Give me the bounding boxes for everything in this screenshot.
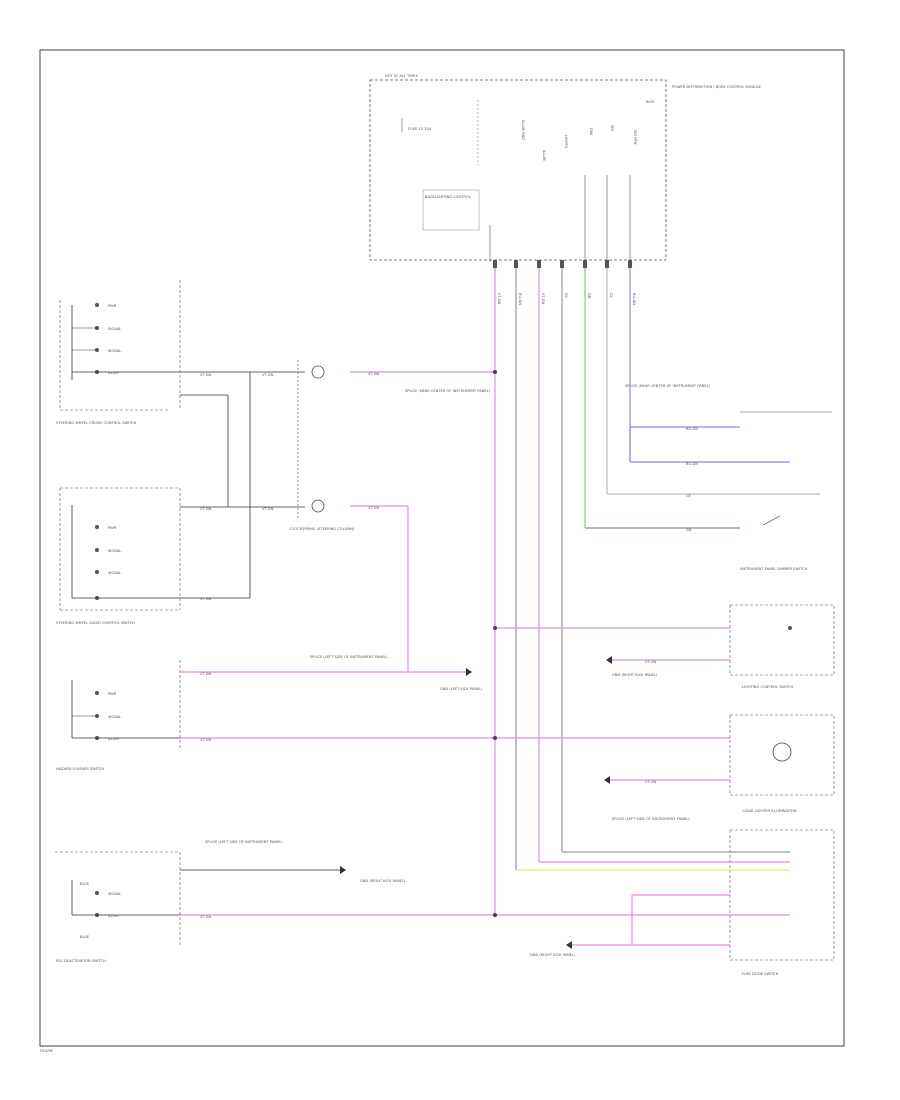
svg-text:PWR: PWR — [108, 526, 117, 530]
fuel-door-switch: FUEL DOOR SWITCH GND (RIGHT KICK PANEL) — [516, 829, 835, 976]
module-connector-pins — [493, 260, 632, 268]
svg-text:VT-GN: VT-GN — [645, 660, 657, 664]
svg-text:SIGNAL: SIGNAL — [108, 349, 121, 353]
svg-text:SPLICE (LEFT SIDE OF INSTRUMEN: SPLICE (LEFT SIDE OF INSTRUMENT PANEL) — [205, 840, 283, 844]
splice-note-upper: SPLICE (NEAR CENTER OF INSTRUMENT PANEL) — [405, 389, 491, 393]
pin-label-3: LIGHTS — [564, 135, 568, 149]
pin-label-1: ILLUM GND — [521, 120, 525, 140]
clockspring-lower-icon — [311, 499, 325, 513]
footer-label: FIGURE — [40, 1049, 54, 1053]
cigar-lighter-label: CIGAR LIGHTER ILLUMINATION — [742, 809, 797, 813]
steering-wheel-cruise-switch: PWR SIGNAL SIGNAL ILLUM STEERING WHEEL C… — [56, 280, 181, 425]
steering-interconnect-wires — [180, 360, 305, 598]
svg-text:VT-GN: VT-GN — [368, 372, 380, 376]
svg-text:SIGNAL: SIGNAL — [108, 715, 121, 719]
module-title: POWER DISTRIBUTION / BODY CONTROL MODULE — [672, 85, 762, 89]
svg-text:SIGNAL: SIGNAL — [108, 571, 121, 575]
svg-text:GND (RIGHT KICK PANEL): GND (RIGHT KICK PANEL) — [360, 879, 406, 883]
power-distribution-module: HOT AT ALL TIMES POWER DISTRIBUTION / BO… — [369, 74, 762, 262]
svg-text:GN: GN — [686, 528, 692, 532]
pin-label-5: SIG — [610, 125, 614, 131]
module-sub-label: BCM — [646, 100, 654, 104]
svg-text:VT-GN: VT-GN — [497, 293, 501, 305]
svg-text:VT-GN: VT-GN — [200, 672, 212, 676]
svg-text:VT-GN: VT-GN — [541, 293, 545, 305]
svg-text:ILLUM: ILLUM — [108, 371, 119, 375]
wire-tags-top: VT-GN BU-GN VT-GN GY GN GY BU-GN — [497, 293, 636, 305]
svg-text:GY: GY — [609, 293, 613, 299]
lighting-control-switch: LIGHTING CONTROL SWITCH GND (RIGHT KICK … — [606, 604, 835, 689]
svg-text:GND (RIGHT KICK PANEL): GND (RIGHT KICK PANEL) — [530, 953, 576, 957]
svg-text:BU-GN: BU-GN — [518, 293, 522, 305]
pin-label-2: ILLUM — [542, 150, 546, 161]
vertical-bus-wires — [494, 268, 631, 915]
svg-text:BLUE: BLUE — [80, 882, 90, 886]
cigar-lighter: CIGAR LIGHTER ILLUMINATION SPLICE (LEFT … — [604, 714, 835, 821]
svg-text:PWR: PWR — [108, 304, 117, 308]
instrument-dimmer-label: INSTRUMENT PANEL DIMMER SWITCH — [740, 567, 808, 571]
svg-text:VT-GN: VT-GN — [200, 738, 212, 742]
svg-text:VT-GN: VT-GN — [200, 373, 212, 377]
svg-text:BU-GN: BU-GN — [686, 427, 698, 431]
svg-text:GN: GN — [587, 293, 591, 299]
steering-wheel-audio-switch: PWR SIGNAL SIGNAL STEERING WHEEL AUDIO C… — [56, 487, 250, 625]
svg-text:VT-GN: VT-GN — [645, 780, 657, 784]
svg-text:SIGNAL: SIGNAL — [108, 549, 121, 553]
svg-text:GY: GY — [564, 293, 568, 299]
svg-text:SIGNAL: SIGNAL — [108, 327, 121, 331]
svg-text:SPLICE (NEAR CENTER OF INSTRUM: SPLICE (NEAR CENTER OF INSTRUMENT PANEL) — [625, 384, 711, 388]
instrument-panel-dimmer-switch: BU-GN BU-GN GY GN INSTRUMENT PANEL DIMME… — [585, 384, 832, 571]
svg-text:VT-GN: VT-GN — [200, 915, 212, 919]
fuse-label: FUSE 12 15A — [408, 127, 432, 131]
fuel-door-label: FUEL DOOR SWITCH — [742, 972, 779, 976]
svg-text:VT-GN: VT-GN — [368, 506, 380, 510]
esc-switch: BLUE BLUE SIGNAL ILLUM ESC DEACTIVATION … — [55, 840, 406, 963]
clockspring-connectors: CLOCKSPRING (STEERING COLUMN) — [290, 365, 355, 531]
svg-text:SIGNAL: SIGNAL — [108, 892, 121, 896]
svg-text:ILLUM: ILLUM — [108, 914, 119, 918]
lighting-control-label: LIGHTING CONTROL SWITCH — [742, 685, 793, 689]
module-top-label: HOT AT ALL TIMES — [385, 74, 419, 78]
svg-text:VT-GN: VT-GN — [200, 597, 212, 601]
clockspring-upper-icon — [311, 365, 325, 379]
svg-text:PWR: PWR — [108, 692, 117, 696]
svg-text:BU-GN: BU-GN — [632, 293, 636, 305]
svg-text:CLOCKSPRING (STEERING COLUMN): CLOCKSPRING (STEERING COLUMN) — [290, 527, 355, 531]
diagram-border — [39, 49, 845, 1047]
pin-label-6: SIG RTN — [633, 130, 637, 145]
svg-text:SPLICE (LEFT SIDE OF INSTRUMEN: SPLICE (LEFT SIDE OF INSTRUMENT PANEL) — [612, 817, 690, 821]
svg-text:GND (RIGHT KICK PANEL): GND (RIGHT KICK PANEL) — [612, 673, 658, 677]
pink-horizontal-wires — [180, 371, 790, 946]
svg-text:GY: GY — [686, 494, 692, 498]
svg-text:GND (LEFT KICK PANEL): GND (LEFT KICK PANEL) — [440, 687, 483, 691]
pin-label-4: DIM — [589, 128, 593, 135]
steering-wheel-audio-label: STEERING WHEEL AUDIO CONTROL SWITCH — [56, 621, 135, 625]
steering-wheel-cruise-label: STEERING WHEEL CRUISE CONTROL SWITCH — [56, 421, 137, 425]
backlighting-switch-label: BACKLIGHTING CONTROL — [425, 195, 471, 199]
svg-text:VT-GN: VT-GN — [262, 373, 274, 377]
hazard-switch-label: HAZARD FLASHER SWITCH — [56, 767, 104, 771]
splice-note-mid: SPLICE (LEFT SIDE OF INSTRUMENT PANEL) — [310, 655, 388, 659]
svg-text:VT-GN: VT-GN — [262, 507, 274, 511]
svg-text:BU-GN: BU-GN — [686, 462, 698, 466]
svg-text:ILLUM: ILLUM — [108, 737, 119, 741]
svg-text:BLUE: BLUE — [80, 935, 90, 939]
hazard-switch: PWR SIGNAL ILLUM HAZARD FLASHER SWITCH — [56, 660, 181, 771]
svg-text:VT-GN: VT-GN — [200, 507, 212, 511]
esc-switch-label: ESC DEACTIVATION SWITCH — [56, 959, 106, 963]
